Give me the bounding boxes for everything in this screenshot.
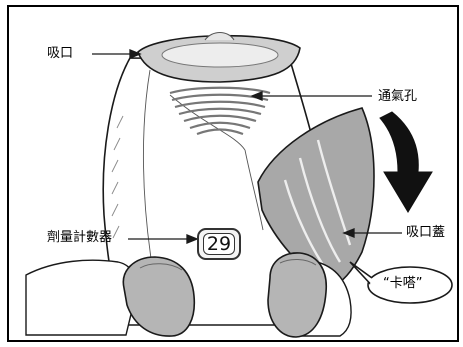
click-bubble-tail: [349, 261, 377, 291]
mouthpiece-arrowhead: [129, 49, 142, 59]
body-grip-marks: [111, 115, 124, 239]
body-seam-left: [142, 69, 153, 266]
dose-counter-arrowhead: [186, 234, 199, 244]
body-seam-center: [169, 94, 246, 151]
dose-counter-value: 29: [202, 233, 236, 255]
label-dose-counter: 劑量計數器: [47, 230, 113, 245]
right-thumb: [267, 252, 327, 338]
left-hand: [25, 259, 139, 336]
label-cover: 吸口蓋: [406, 225, 446, 240]
body-seam-right: [244, 149, 264, 231]
mouthpiece-tab: [204, 32, 235, 41]
left-thumb: [122, 256, 196, 337]
label-mouthpiece: 吸口: [47, 46, 74, 61]
mouthpiece-opening: [161, 42, 279, 68]
left-thumbnail: [139, 263, 183, 271]
label-vent: 通氣孔: [378, 89, 418, 104]
dose-counter-window: 29: [197, 228, 241, 260]
right-thumbnail: [279, 259, 317, 266]
cover-motion-arrow: [379, 111, 433, 213]
cover-arrowhead: [342, 228, 355, 238]
vent-arrowhead: [250, 91, 263, 101]
click-sound-text: “卡嗒”: [383, 276, 423, 291]
